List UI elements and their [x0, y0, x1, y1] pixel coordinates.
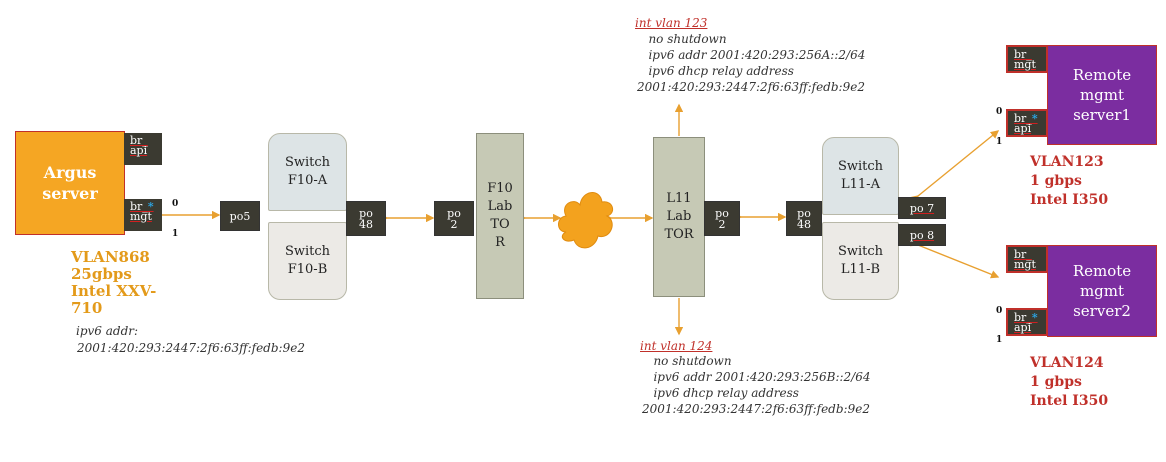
port-label: po 48 [359, 206, 373, 231]
remote1-iface-api: br_* api [1006, 109, 1048, 137]
remote2-label: VLAN124 1 gbps Intel I350 [1030, 355, 1109, 409]
vlan123-config-body: no shutdown ipv6 addr 2001:420:293:256A:… [637, 32, 866, 94]
remote2-iface-api: br_* api [1006, 308, 1048, 336]
port-channel-po8: po 8 [898, 224, 946, 246]
switch-f10-b-label: Switch F10-B [284, 244, 331, 277]
iface-label: br_* [130, 200, 154, 213]
vlan124-config-body: no shutdown ipv6 addr 2001:420:293:256B:… [642, 354, 871, 416]
remote2-port0: 0 [996, 306, 1003, 316]
argus-iface-mgt: br_* mgt [124, 199, 162, 231]
argus-ipv6-addr: 2001:420:293:2447:2f6:63ff:fedb:9e2 [77, 341, 305, 355]
iface-label: br_ [1014, 48, 1032, 61]
iface-label: br_* [1014, 311, 1038, 324]
remote2-iface-mgt: br_ mgt [1006, 245, 1048, 273]
port-label: po 8 [909, 228, 935, 242]
remote-server1-title: Remote mgmt server1 [1072, 66, 1132, 124]
tor-f10-label: F10 Lab TO R [487, 181, 513, 250]
remote-server2-title: Remote mgmt server2 [1072, 262, 1132, 320]
switch-l11-b: Switch L11-B [822, 222, 899, 300]
port-channel-po48-right: po 48 [786, 201, 822, 236]
port-label: po 2 [715, 206, 729, 231]
argus-server-title: Argus server [42, 163, 98, 203]
link-po7-remote1 [909, 130, 1000, 204]
switch-f10-a-label: Switch F10-A [284, 155, 331, 188]
link-po8-remote2 [909, 238, 1000, 279]
iface-label: api [1014, 122, 1032, 135]
iface-label: br_* [1014, 112, 1038, 125]
remote2-port1: 1 [996, 335, 1003, 345]
iface-label: api [130, 144, 148, 157]
iface-label: br_ [130, 134, 148, 147]
remote-server2-box: Remote mgmt server2 [1047, 245, 1157, 337]
switch-f10-a: Switch F10-A [268, 133, 347, 211]
port-channel-po5: po5 [220, 201, 260, 231]
iface-label: mgt [1014, 58, 1036, 71]
tor-l11-label: L11 Lab TOR [664, 191, 694, 242]
remote-server1-box: Remote mgmt server1 [1047, 45, 1157, 145]
port-channel-po2-left: po 2 [434, 201, 474, 236]
remote1-iface-mgt: br_ mgt [1006, 45, 1048, 73]
iface-label: br_ [1014, 248, 1032, 261]
argus-iface-api: br_ api [124, 133, 162, 165]
tor-f10: F10 Lab TO R [476, 133, 524, 299]
port-label: po 7 [909, 201, 935, 215]
cloud-icon [558, 192, 614, 249]
remote1-label: VLAN123 1 gbps Intel I350 [1030, 154, 1109, 208]
argus-server-box: Argus server [15, 131, 125, 235]
argus-port0: 0 [172, 199, 179, 209]
remote1-port1: 1 [996, 137, 1003, 147]
switch-l11-a-label: Switch L11-A [837, 159, 884, 192]
remote1-port0: 0 [996, 107, 1003, 117]
port-channel-po48-left: po 48 [346, 201, 386, 236]
argus-ipv6-head: ipv6 addr: [76, 324, 139, 338]
vlan123-config-head: int vlan 123 [635, 16, 708, 30]
switch-f10-b: Switch F10-B [268, 222, 347, 300]
tor-l11: L11 Lab TOR [653, 137, 705, 297]
port-channel-po2-right: po 2 [704, 201, 740, 236]
argus-label: VLAN868 25gbps Intel XXV- 710 [71, 248, 157, 317]
switch-l11-a: Switch L11-A [822, 137, 899, 215]
port-label: po 2 [447, 206, 461, 231]
switch-l11-b-label: Switch L11-B [837, 244, 884, 277]
star-icon: * [147, 200, 154, 213]
star-icon: * [1031, 311, 1038, 324]
port-label: po 48 [797, 206, 811, 231]
iface-label: mgt [1014, 258, 1036, 271]
vlan124-config-head: int vlan 124 [640, 339, 713, 353]
argus-port1: 1 [172, 229, 179, 239]
iface-label: api [1014, 321, 1032, 334]
port-channel-po7: po 7 [898, 197, 946, 219]
star-icon: * [1031, 112, 1038, 125]
iface-label: mgt [130, 210, 152, 223]
